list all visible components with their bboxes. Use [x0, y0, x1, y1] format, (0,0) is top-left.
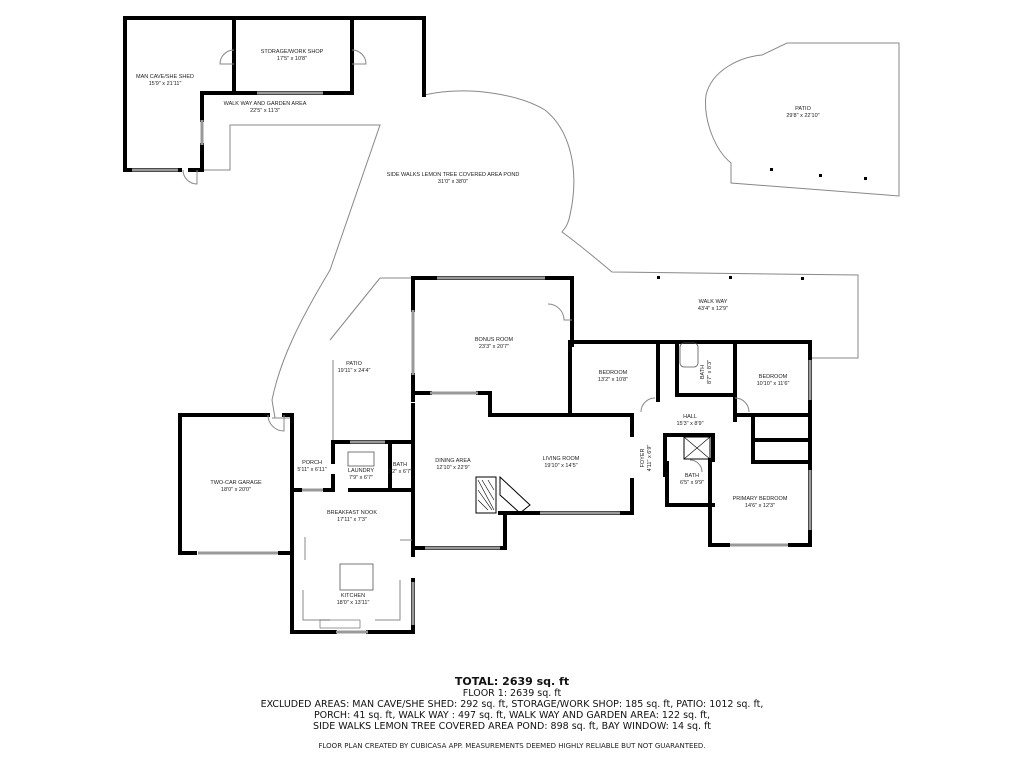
- room-dims-porch: 5'11" x 6'11": [297, 467, 326, 473]
- room-dims-garage: 18'0" x 20'0": [221, 487, 251, 493]
- shed-walls: [123, 16, 426, 185]
- room-dims-patio-top: 29'8" x 22'10": [786, 113, 819, 119]
- room-dims-bath-small: 3'2" x 6'7": [388, 469, 412, 475]
- room-dims-pond: 31'0" x 38'0": [438, 179, 468, 185]
- room-dims-bath-top: 8'7" x 8'3": [707, 360, 713, 384]
- room-name-foyer: FOYER: [640, 449, 646, 468]
- room-name-nook: BREAKFAST NOOK: [327, 510, 377, 516]
- room-name-patio: PATIO: [346, 361, 362, 367]
- excluded-areas-line1: EXCLUDED AREAS: MAN CAVE/SHE SHED: 292 s…: [260, 699, 764, 710]
- house-walls: [411, 276, 812, 550]
- room-name-porch: PORCH: [302, 460, 322, 466]
- room-name-bath-primary: BATH: [685, 473, 699, 479]
- room-name-bonus: BONUS ROOM: [475, 337, 514, 343]
- room-name-laundry: LAUNDRY: [348, 468, 375, 474]
- room-dims-bedroom2: 10'10" x 11'6": [757, 381, 790, 387]
- room-dims-dining: 12'10" x 22'9": [436, 465, 469, 471]
- room-name-bath-small: BATH: [393, 462, 407, 468]
- excluded-areas-line3: SIDE WALKS LEMON TREE COVERED AREA POND:…: [313, 721, 711, 732]
- room-dims-bonus: 23'3" x 20'7": [479, 344, 509, 350]
- room-dims-bath-primary: 6'5" x 9'9": [680, 480, 704, 486]
- room-dims-primary: 14'6" x 12'3": [745, 503, 775, 509]
- disclaimer: FLOOR PLAN CREATED BY CUBICASA APP. MEAS…: [318, 742, 706, 750]
- room-dims-kitchen: 18'0" x 13'11": [337, 600, 370, 606]
- room-name-bedroom2: BEDROOM: [759, 374, 788, 380]
- room-name-primary: PRIMARY BEDROOM: [733, 496, 788, 502]
- room-name-walk-way: WALK WAY: [699, 299, 728, 305]
- room-dims-laundry: 7'9" x 6'7": [349, 475, 373, 481]
- room-name-man-cave: MAN CAVE/SHE SHED: [136, 74, 194, 80]
- room-name-kitchen: KITCHEN: [341, 593, 365, 599]
- room-dims-hall: 15'3" x 8'9": [676, 421, 703, 427]
- room-dims-patio: 19'11" x 24'4": [338, 368, 371, 374]
- room-dims-nook: 17'11" x 7'3": [337, 517, 367, 523]
- room-name-garage: TWO-CAR GARAGE: [210, 480, 262, 486]
- room-name-bath-top: BATH: [700, 365, 706, 379]
- total-area: TOTAL: 2639 sq. ft: [454, 675, 570, 688]
- room-name-hall: HALL: [683, 414, 697, 420]
- room-dims-man-cave: 15'9" x 21'11": [149, 81, 182, 87]
- room-name-patio-top: PATIO: [795, 106, 811, 112]
- room-dims-storage: 17'5" x 10'8": [277, 56, 307, 62]
- floor1-area: FLOOR 1: 2639 sq. ft: [462, 688, 562, 699]
- room-name-dining: DINING AREA: [435, 458, 471, 464]
- room-name-pond: SIDE WALKS LEMON TREE COVERED AREA POND: [387, 172, 520, 178]
- room-name-storage: STORAGE/WORK SHOP: [261, 49, 324, 55]
- room-dims-bedroom1: 13'2" x 10'8": [598, 377, 628, 383]
- room-dims-walk-way: 43'4" x 12'9": [698, 306, 728, 312]
- room-dims-foyer: 4'11" x 6'9": [647, 445, 653, 472]
- room-name-living: LIVING ROOM: [543, 456, 580, 462]
- excluded-areas-line2: PORCH: 41 sq. ft, WALK WAY : 497 sq. ft,…: [313, 710, 711, 721]
- room-dims-living: 19'10" x 14'5": [544, 463, 577, 469]
- west-wing-walls: [178, 413, 415, 634]
- outdoor-outlines: [202, 42, 900, 442]
- room-dims-walk-garden: 22'5" x 11'3": [250, 108, 280, 114]
- room-name-bedroom1: BEDROOM: [599, 370, 628, 376]
- patio-pillars: [657, 168, 867, 280]
- room-name-walk-garden: WALK WAY AND GARDEN AREA: [224, 101, 307, 107]
- room-labels: MAN CAVE/SHE SHED 15'9" x 21'11" STORAGE…: [136, 49, 820, 606]
